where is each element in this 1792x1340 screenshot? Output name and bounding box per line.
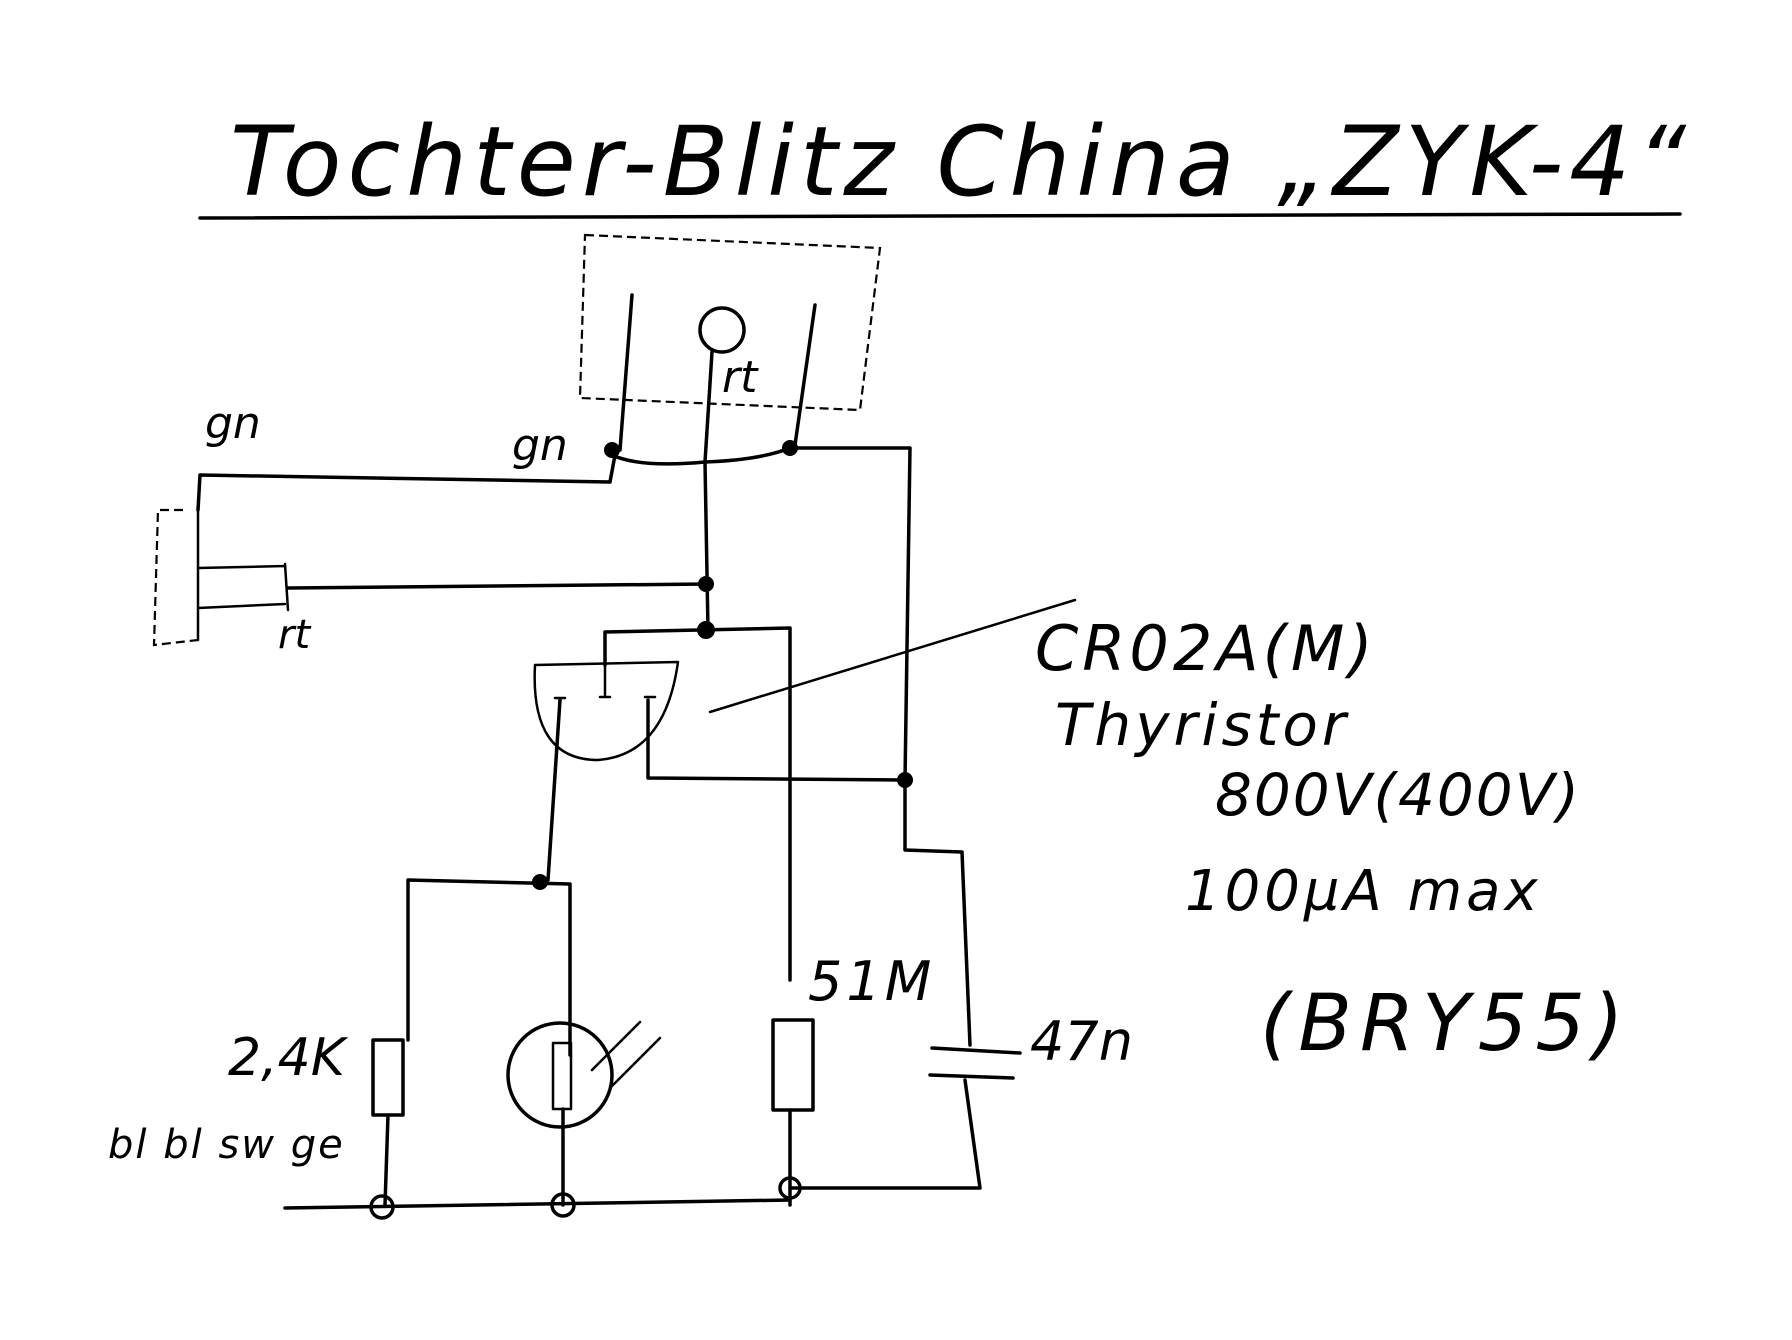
connector-bus-wire [610,446,912,782]
junction-dot-cathode [897,772,913,788]
diagram-title: Tochter-Blitz China „ZYK-4“ [230,106,1692,218]
rt-vertical-wire [703,460,710,632]
wire-label-rt-top: rt [722,352,759,403]
connector-pin-left [618,293,634,452]
resistor-2k4-lead [383,1113,390,1207]
light-arrows-icon [590,1020,662,1090]
resistor-2k4-color-code: bl bl sw ge [108,1122,345,1168]
wire-label-rt-left: rt [278,612,311,658]
junction-dot-rt [698,576,714,592]
connector-center-contact-icon [698,306,746,354]
thyristor-cathode-wire [646,698,907,782]
flash-connector-housing [578,233,882,412]
ground-node-2 [550,1192,576,1218]
photoresistor-housing-icon [506,1021,614,1129]
ground-node-1 [369,1194,395,1220]
junction-dot-rail [782,440,798,456]
wire-label-gn-left: gn [205,398,261,449]
resistor-51m-icon [771,1018,815,1112]
connector-pin-right [793,303,817,447]
capacitor-plate-bottom [928,1073,1015,1080]
gate-node-dot [532,874,548,890]
ground-bus-wire [283,1198,792,1210]
thyristor-body-icon [533,660,680,762]
junction-dot-thyristor [697,621,715,639]
resistor-2k4-icon [371,1038,405,1117]
capacitor-wire [788,778,982,1190]
title-underline [198,212,1682,220]
wire-label-gn-top: gn [512,420,568,471]
capacitor-value: 47n [1030,1010,1133,1073]
thyristor-leads [553,663,657,700]
gn-wire [196,453,617,512]
thyristor-top-wire [603,626,792,982]
connector-center-pin [703,350,714,464]
capacitor-plate-top [930,1046,1022,1055]
junction-dot-gn [604,442,620,458]
gate-network-wire [406,878,572,1057]
resistor-2k4-value: 2,4K [228,1028,349,1088]
thyristor-part-number: CR02A(M) [1035,612,1377,685]
thyristor-current: 100µA max [1185,859,1542,924]
sync-plug-tip [196,508,290,642]
thyristor-pointer-line [708,598,1077,714]
thyristor-gate-wire [546,698,562,882]
thyristor-voltage: 800V(400V) [1215,761,1581,829]
thyristor-alternative: (BRY55) [1260,979,1631,1069]
ground-node-3 [778,1176,802,1200]
sync-plug-body [152,508,199,647]
thyristor-type: Thyristor [1055,691,1350,759]
rt-wire [286,582,710,590]
resistor-51m-value: 51M [808,950,935,1013]
